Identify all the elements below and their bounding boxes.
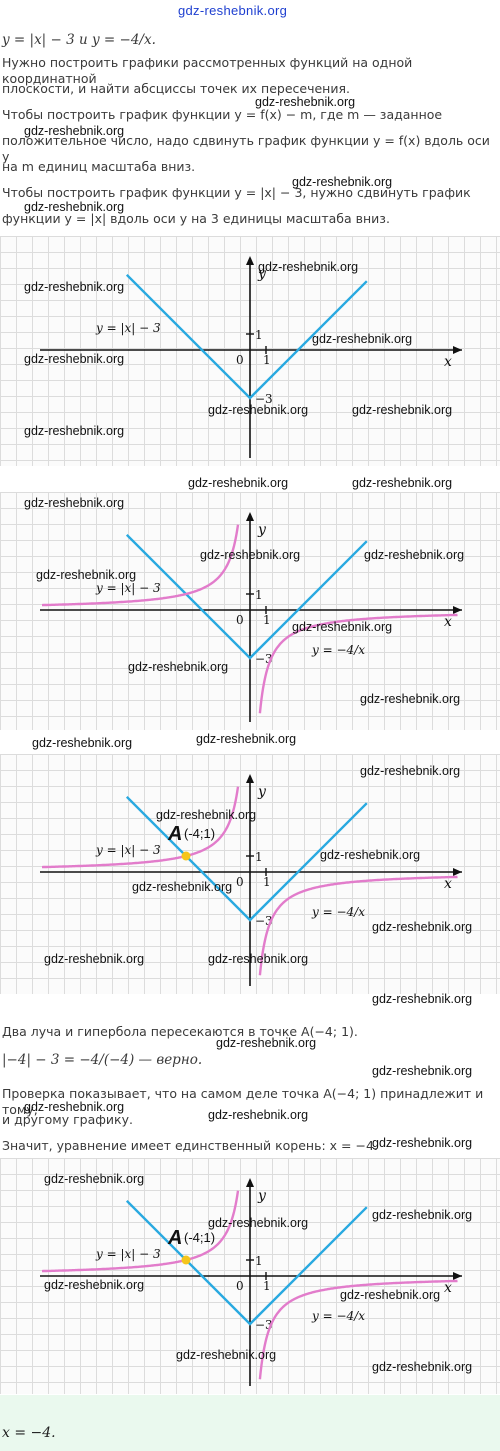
shift-line-1: Чтобы построить график функции y = f(x) … xyxy=(2,107,443,122)
point-coords: (-4;1) xyxy=(184,1230,215,1245)
hyperbola-label: y = −4/x xyxy=(311,905,365,919)
abs-graph-label: y = |x| − 3 xyxy=(95,1247,161,1261)
y-axis-arrow xyxy=(246,774,254,783)
x-axis-arrow xyxy=(453,606,462,614)
hyperbola-left-branch xyxy=(42,1190,240,1273)
point-letter: A xyxy=(167,1227,182,1249)
hyperbola-left-branch xyxy=(42,524,240,607)
abs-graph xyxy=(125,1199,368,1326)
y-axis-label: y xyxy=(257,784,267,800)
x-one-label: 1 xyxy=(263,875,271,889)
intersection-point xyxy=(181,851,191,861)
watermark-text: gdz-reshebnik.org xyxy=(372,1064,473,1078)
x-one-label: 1 xyxy=(263,1279,271,1293)
hyperbola-right-branch xyxy=(258,875,458,976)
root-line: Значит, уравнение имеет единственный кор… xyxy=(2,1138,378,1153)
x-axis-label: x xyxy=(444,354,452,370)
origin-label: 0 xyxy=(236,1279,244,1293)
hyperbola-right-branch xyxy=(258,613,458,714)
abs-graph xyxy=(125,273,368,400)
check-line: |−4| − 3 = −4/(−4) — верно. xyxy=(2,1052,203,1068)
hyperbola-label: y = −4/x xyxy=(311,1309,365,1323)
x-axis-label: x xyxy=(444,614,452,630)
proof-line-1: Проверка показывает, что на самом деле т… xyxy=(2,1086,484,1117)
abs-graph xyxy=(125,533,368,660)
y-axis-label: y xyxy=(257,1188,267,1204)
equation-line: y = |x| − 3 и y = −4/x. xyxy=(2,32,156,48)
x-axis-arrow xyxy=(453,1272,462,1280)
y-axis-arrow xyxy=(246,256,254,265)
proof-line-2: и другому графику. xyxy=(2,1112,133,1127)
x-axis-arrow xyxy=(453,868,462,876)
hyperbola-label: y = −4/x xyxy=(311,643,365,657)
intersect-line: Два луча и гипербола пересекаются в точк… xyxy=(2,1024,358,1039)
intersection-point xyxy=(181,1255,191,1265)
x-axis-label: x xyxy=(444,876,452,892)
watermark-text: gdz-reshebnik.org xyxy=(32,736,133,750)
y-one-label: 1 xyxy=(255,328,263,342)
x-axis-arrow xyxy=(453,346,462,354)
y-axis-label: y xyxy=(257,522,267,538)
abs-graph-label: y = |x| − 3 xyxy=(95,321,161,335)
x-one-label: 1 xyxy=(263,353,271,367)
shift-line-3: на m единиц масштаба вниз. xyxy=(2,159,196,174)
y-axis-arrow xyxy=(246,1178,254,1187)
y-one-label: 1 xyxy=(255,850,263,864)
answer-text: x = −4. xyxy=(2,1425,56,1441)
x-one-label: 1 xyxy=(263,613,271,627)
y-one-label: 1 xyxy=(255,1254,263,1268)
watermark-text: gdz-reshebnik.org xyxy=(372,992,473,1006)
y-one-label: 1 xyxy=(255,588,263,602)
abs-graph-label: y = |x| − 3 xyxy=(95,581,161,595)
shift-line-2: положительное число, надо сдвинуть графи… xyxy=(2,133,490,164)
point-coords: (-4;1) xyxy=(184,826,215,841)
origin-label: 0 xyxy=(236,353,244,367)
abs-graph-label: y = |x| − 3 xyxy=(95,843,161,857)
point-letter: A xyxy=(167,823,182,845)
answer-box: x = −4. xyxy=(0,1395,500,1451)
abs-line-1: Чтобы построить график функции y = |x| −… xyxy=(2,185,471,200)
watermark-text: gdz-reshebnik.org xyxy=(352,476,453,490)
abs-line-2: функции y = |x| вдоль оси y на 3 единицы… xyxy=(2,211,390,226)
watermark-text: gdz-reshebnik.org xyxy=(188,476,289,490)
y-axis-label: y xyxy=(257,266,267,282)
watermark-text: gdz-reshebnik.org xyxy=(372,1136,473,1150)
origin-label: 0 xyxy=(236,613,244,627)
abs-graph xyxy=(125,795,368,922)
hyperbola-right-branch xyxy=(258,1279,458,1380)
minus-three-label: −3 xyxy=(255,392,273,406)
task-line-1: Нужно построить графики рассмотренных фу… xyxy=(2,55,413,86)
hyperbola-left-branch xyxy=(42,786,240,869)
site-title[interactable]: gdz-reshebnik.org xyxy=(178,3,288,18)
watermark-text: gdz-reshebnik.org xyxy=(196,732,297,746)
y-axis-arrow xyxy=(246,512,254,521)
origin-label: 0 xyxy=(236,875,244,889)
x-axis-label: x xyxy=(444,1280,452,1296)
task-line-2: плоскости, и найти абсциссы точек их пер… xyxy=(2,81,350,96)
